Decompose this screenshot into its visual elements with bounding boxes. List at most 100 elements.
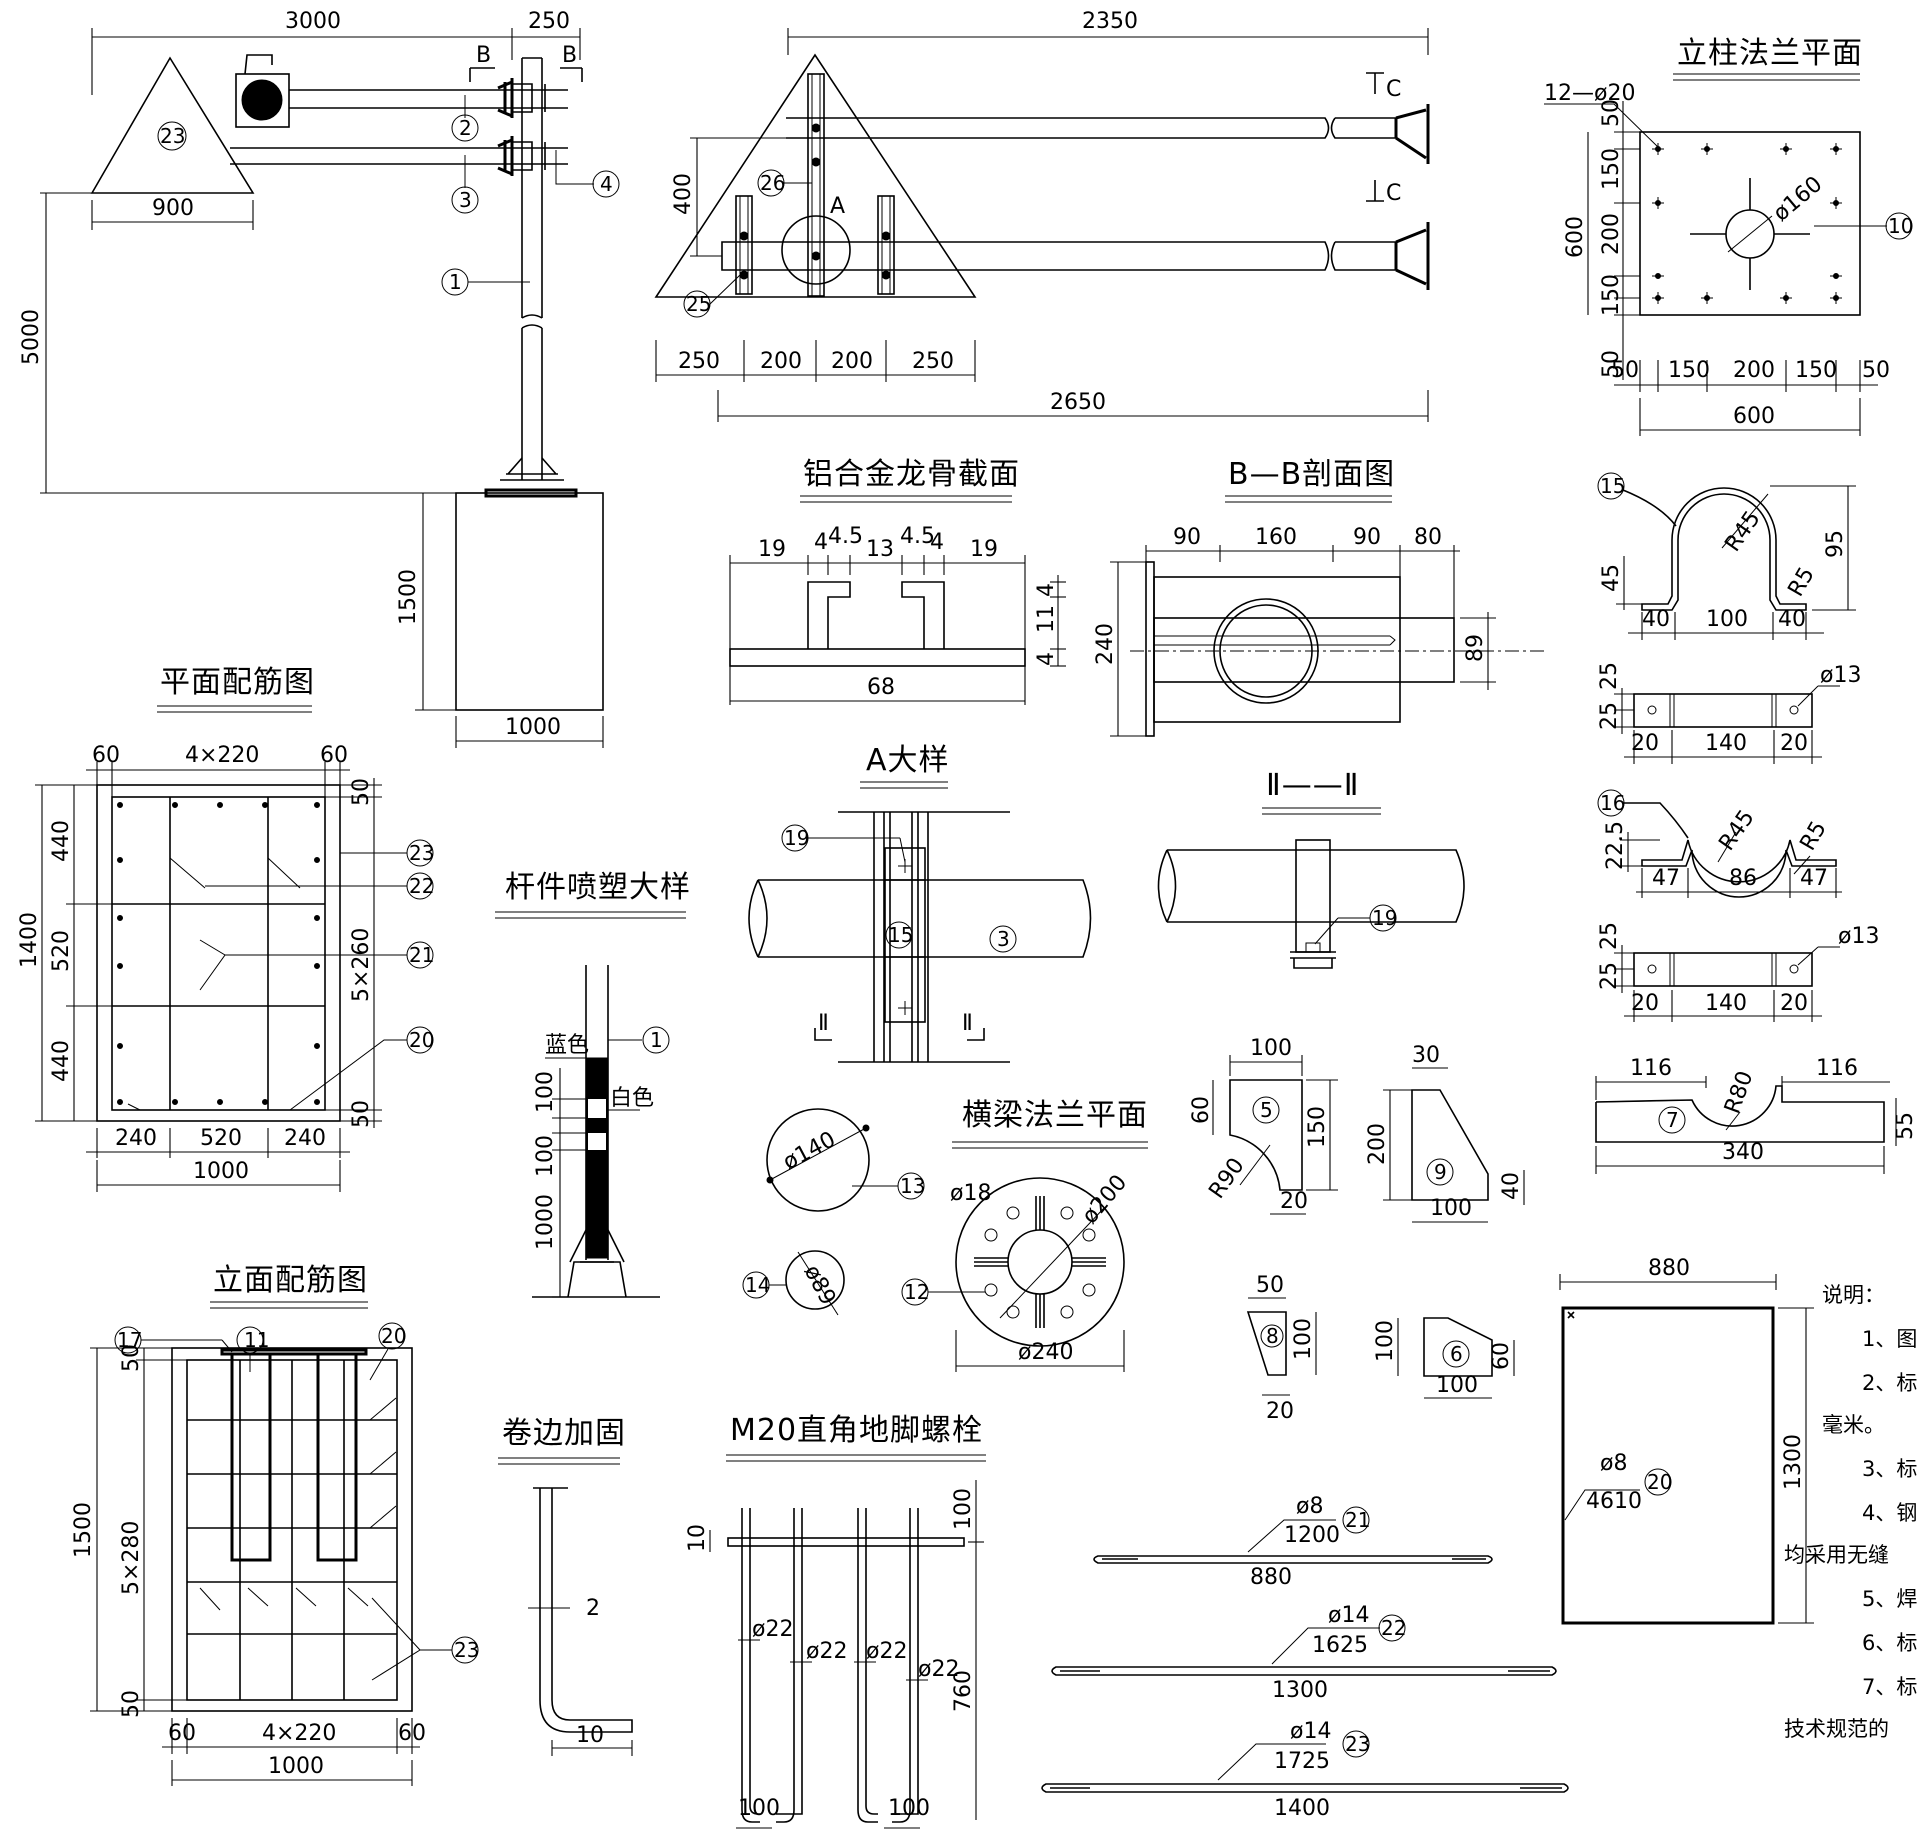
- note-2b: 毫米。: [1822, 1413, 1885, 1437]
- spray-white-label: 白色: [610, 1086, 654, 1111]
- fp-v5: 50: [1599, 350, 1624, 378]
- section-mark-b-left: B: [476, 43, 491, 68]
- title-beam-flange: 横梁法兰平面: [962, 1098, 1148, 1133]
- balloon-21-plan: 21: [409, 943, 434, 967]
- pr-left3: 440: [49, 1040, 74, 1082]
- bar22-dia: ø14: [1328, 1603, 1369, 1628]
- part15-d45: 45: [1599, 564, 1624, 592]
- rib8-d20: 20: [1266, 1399, 1294, 1424]
- keel-d7: 19: [970, 537, 998, 562]
- title-section-ii: Ⅱ——Ⅱ: [1266, 768, 1360, 803]
- rib6-d100b: 100: [1436, 1373, 1478, 1398]
- rib8-d50: 50: [1256, 1273, 1284, 1298]
- section-bb: B—B剖面图 90 160 90 80 240 89: [1093, 457, 1545, 737]
- circle13-dia: ø140: [779, 1127, 840, 1175]
- beam-flange-d1: ø200: [1077, 1170, 1132, 1229]
- pr-left1: 440: [49, 820, 74, 862]
- balloon-13: 13: [900, 1174, 925, 1198]
- note-7b: 技术规范的: [1784, 1717, 1889, 1741]
- keel-d3: 4.5: [828, 524, 863, 549]
- spray-d3: 1000: [533, 1194, 558, 1250]
- bb-depth: 89: [1463, 634, 1488, 662]
- balloon-9: 9: [1434, 1160, 1447, 1184]
- balloon-20-stirrup: 20: [1647, 1470, 1672, 1494]
- beam-flange-d2: ø240: [1018, 1340, 1073, 1365]
- fp-v3: 200: [1599, 213, 1624, 255]
- column-flange-plan: 立柱法兰平面 ø160 12—ø20 10 50 150 200 150 50 …: [1544, 36, 1913, 436]
- section-mark-c-top: C: [1386, 77, 1401, 102]
- title-bb: B—B剖面图: [1228, 457, 1395, 492]
- er-b-total: 1000: [268, 1754, 324, 1779]
- part15-hole: ø13: [1820, 663, 1861, 688]
- curl-d2: 2: [586, 1596, 600, 1621]
- balloon-1-elev: 1: [449, 270, 462, 294]
- spray-blue-label: 蓝色: [545, 1033, 589, 1058]
- fp-h1: 50: [1611, 358, 1639, 383]
- circle-parts: ø140 13 ø89 14: [742, 1108, 925, 1316]
- flange-diameter: ø160: [1769, 172, 1828, 227]
- part7-d116b: 116: [1816, 1056, 1858, 1081]
- spray-detail: 杆件喷塑大样 蓝色 白色 1 100 100 1000: [495, 870, 690, 1298]
- title-elev-rebar: 立面配筋图: [213, 1263, 368, 1298]
- keel-v1: 4: [1034, 583, 1059, 597]
- part15-d95: 95: [1823, 530, 1848, 558]
- pr-left2: 520: [49, 930, 74, 972]
- title-anchor-bolt: M20直角地脚螺栓: [730, 1413, 983, 1448]
- part-16: 16 R45 R5 22.5 47 86 47 ø13 25 25 20 140…: [1597, 789, 1879, 1022]
- keel-d5: 4.5: [900, 524, 935, 549]
- bolt-d10: 10: [685, 1524, 710, 1552]
- part15-d40b: 40: [1778, 607, 1806, 632]
- er-total: 1500: [71, 1502, 96, 1558]
- fp-h-total: 600: [1733, 404, 1775, 429]
- part15-p140: 140: [1705, 731, 1747, 756]
- stirrup-h: 1300: [1781, 1434, 1806, 1490]
- title-column-flange: 立柱法兰平面: [1677, 36, 1863, 71]
- note-4b: 均采用无缝: [1784, 1543, 1889, 1567]
- balloon-11: 11: [244, 1328, 269, 1352]
- er-b2: 4×220: [262, 1721, 336, 1746]
- dim-gap: 250: [528, 9, 570, 34]
- balloon-8: 8: [1266, 1324, 1279, 1348]
- part15-d100: 100: [1706, 607, 1748, 632]
- anchor-bolt: M20直角地脚螺栓 10 100 760 ø22 ø22 ø22 ø22 100…: [685, 1413, 986, 1829]
- beam-flange-hole: ø18: [950, 1181, 991, 1206]
- balloon-15-a: 15: [888, 923, 913, 947]
- curl-edge: 卷边加固 2 10: [498, 1416, 633, 1756]
- part15-r: R45: [1720, 507, 1765, 557]
- part7-d340: 340: [1722, 1140, 1764, 1165]
- keel-d2: 4: [814, 530, 828, 555]
- note-7: 7、标: [1862, 1675, 1917, 1699]
- part16-p20a: 20: [1631, 991, 1659, 1016]
- beam-flange-plan: 横梁法兰平面 ø200 ø18 12 ø240: [901, 1098, 1148, 1372]
- dim-back-d2: 200: [760, 349, 802, 374]
- pr-right3: 50: [349, 1100, 374, 1128]
- fp-v1: 50: [1599, 99, 1624, 127]
- bolt-dia1: ø22: [752, 1617, 793, 1642]
- part16-r5: R5: [1796, 817, 1832, 855]
- pr-bot1: 240: [115, 1126, 157, 1151]
- part15-p20b: 20: [1780, 731, 1808, 756]
- pr-right1: 50: [349, 778, 374, 806]
- bb-d4: 80: [1414, 525, 1442, 550]
- rib5-r90: R90: [1204, 1154, 1249, 1204]
- pr-bot-total: 1000: [193, 1159, 249, 1184]
- rib5-d20: 20: [1280, 1189, 1308, 1214]
- balloon-6: 6: [1450, 1342, 1463, 1366]
- rib9-d40: 40: [1499, 1172, 1524, 1200]
- part7-d116a: 116: [1630, 1056, 1672, 1081]
- part16-d47a: 47: [1652, 866, 1680, 891]
- bb-height: 240: [1093, 623, 1118, 665]
- bolt-d100: 100: [951, 1488, 976, 1530]
- part15-r5: R5: [1784, 563, 1820, 601]
- dim-arm-length: 3000: [285, 9, 341, 34]
- er-top: 50: [119, 1344, 144, 1372]
- stirrup-len: 4610: [1586, 1489, 1642, 1514]
- section-mark-c-bottom: C: [1386, 181, 1401, 206]
- balloon-14: 14: [745, 1273, 770, 1297]
- dim-foundation-width: 1000: [505, 715, 561, 740]
- balloon-2-elev: 2: [459, 116, 472, 140]
- stirrup-dia: ø8: [1600, 1451, 1627, 1476]
- flange-bolts: 12—ø20: [1544, 81, 1635, 106]
- part16-p140: 140: [1705, 991, 1747, 1016]
